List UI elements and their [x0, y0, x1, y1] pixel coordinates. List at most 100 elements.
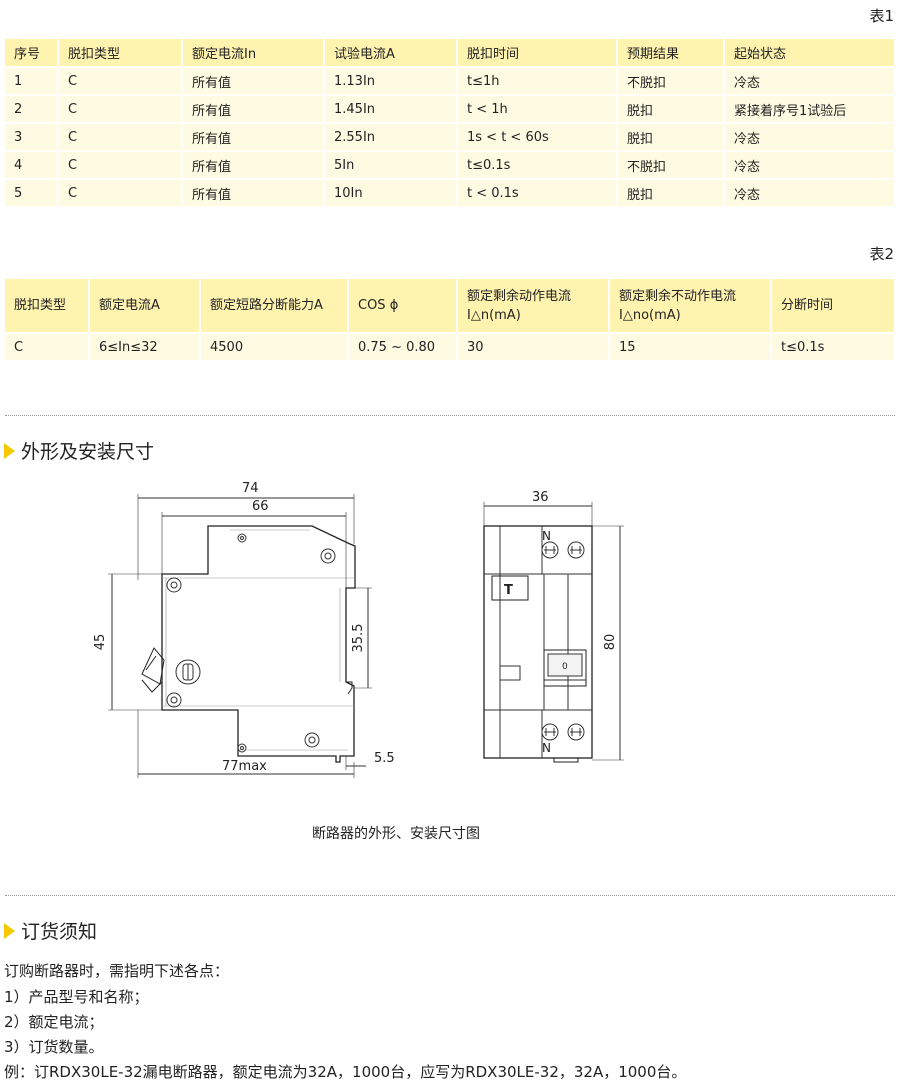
table-cell: 冷态	[725, 68, 894, 94]
table-cell: t≤0.1s	[772, 334, 894, 360]
table-header-cell: 脱扣类型	[59, 39, 183, 66]
section-title-dimensions: 外形及安装尺寸	[4, 437, 154, 464]
table-cell: 所有值	[183, 152, 325, 178]
table-cell: 2.55In	[325, 124, 458, 150]
figure-caption: 断路器的外形、安装尺寸图	[312, 826, 480, 842]
dim-width-side: 36	[532, 490, 549, 505]
dim-height-left: 45	[93, 634, 108, 651]
table-cell: t < 0.1s	[458, 180, 618, 206]
table-cell: 1s < t < 60s	[458, 124, 618, 150]
table-header-cell: 额定短路分断能力A	[201, 279, 349, 332]
table-cell: 4	[5, 152, 59, 178]
table-cell: 冷态	[725, 124, 894, 150]
table-header-cell: 序号	[5, 39, 59, 66]
terminal-label-bottom: N	[542, 741, 551, 755]
table-cell: 10In	[325, 180, 458, 206]
table-cell: C	[59, 124, 183, 150]
table-row: 5 C 所有值 10In t < 0.1s 脱扣 冷态	[5, 180, 894, 206]
dim-width-total: 74	[242, 481, 259, 496]
header-subtext: I△n(mA)	[467, 307, 521, 323]
table2-caption: 表2	[869, 245, 894, 263]
table-cell: 6≤In≤32	[90, 334, 201, 360]
rated-parameters-table: 脱扣类型 额定电流A 额定短路分断能力A COS ɸ 额定剩余动作电流 I△n(…	[5, 277, 894, 362]
table-cell: C	[59, 68, 183, 94]
order-text-line: 2）额定电流；	[4, 1013, 104, 1031]
table-row: 4 C 所有值 5In t≤0.1s 不脱扣 冷态	[5, 152, 894, 178]
table-cell: 冷态	[725, 180, 894, 206]
header-subtext: I△no(mA)	[619, 307, 681, 323]
side-view: N N T 0 36 80	[483, 490, 624, 763]
table-header-cell: 额定电流A	[90, 279, 201, 332]
section-title-text: 外形及安装尺寸	[21, 441, 155, 463]
table-cell: 0.75 ~ 0.80	[349, 334, 458, 360]
order-text-line: 1）产品型号和名称；	[4, 988, 149, 1006]
table-cell: 紧接着序号1试验后	[725, 96, 894, 122]
table1-caption: 表1	[869, 7, 894, 25]
header-text: 额定剩余不动作电流	[619, 288, 737, 304]
header-text: 额定电流A	[99, 298, 160, 313]
handle-label: 0	[562, 662, 568, 672]
dim-width-inner: 66	[252, 499, 269, 514]
header-text: 额定短路分断能力A	[210, 298, 323, 313]
section-title-text: 订货须知	[21, 921, 98, 943]
table-header-cell: 分断时间	[772, 279, 894, 332]
table-header-cell: 试验电流A	[325, 39, 458, 66]
table-cell: t≤0.1s	[458, 152, 618, 178]
dimension-drawing: 74 66 45 35.5 77max 5.5	[93, 481, 624, 778]
table-cell: 1.13In	[325, 68, 458, 94]
table-cell: 所有值	[183, 180, 325, 206]
section-title-order: 订货须知	[4, 917, 97, 944]
front-view: 74 66 45 35.5 77max 5.5	[93, 481, 395, 778]
header-text: COS ɸ	[358, 298, 399, 313]
order-text-line: 3）订货数量。	[4, 1038, 104, 1056]
table-header-cell: 起始状态	[725, 39, 894, 66]
table-cell: 不脱扣	[618, 68, 725, 94]
table-header-row: 序号 脱扣类型 额定电流In 试验电流A 脱扣时间 预期结果 起始状态	[5, 39, 894, 66]
order-text-line: 订购断路器时，需指明下述各点：	[4, 962, 230, 980]
table-cell: 脱扣	[618, 96, 725, 122]
table-cell: 脱扣	[618, 124, 725, 150]
table-cell: 30	[458, 334, 610, 360]
table-header-cell: 额定剩余动作电流 I△n(mA)	[458, 279, 610, 332]
terminal-label-top: N	[542, 529, 551, 543]
table-header-row: 脱扣类型 额定电流A 额定短路分断能力A COS ɸ 额定剩余动作电流 I△n(…	[5, 279, 894, 332]
table-cell: 冷态	[725, 152, 894, 178]
table-row: C 6≤In≤32 4500 0.75 ~ 0.80 30 15 t≤0.1s	[5, 334, 894, 360]
table-cell: 所有值	[183, 68, 325, 94]
trip-test-table: 序号 脱扣类型 额定电流In 试验电流A 脱扣时间 预期结果 起始状态 1 C …	[5, 37, 894, 208]
table-header-cell: 脱扣类型	[5, 279, 90, 332]
dim-depth-max: 77max	[222, 759, 267, 774]
table-cell: C	[59, 180, 183, 206]
header-text: 额定剩余动作电流	[467, 288, 572, 304]
dim-height-side: 80	[603, 634, 618, 651]
dim-height-rail: 35.5	[351, 624, 366, 653]
table-header-cell: 预期结果	[618, 39, 725, 66]
table-row: 2 C 所有值 1.45In t < 1h 脱扣 紧接着序号1试验后	[5, 96, 894, 122]
table-row: 3 C 所有值 2.55In 1s < t < 60s 脱扣 冷态	[5, 124, 894, 150]
table-cell: C	[59, 96, 183, 122]
table-cell: t < 1h	[458, 96, 618, 122]
table-header-cell: 额定剩余不动作电流 I△no(mA)	[610, 279, 772, 332]
table-header-cell: 脱扣时间	[458, 39, 618, 66]
table-cell: C	[59, 152, 183, 178]
table-cell: 2	[5, 96, 59, 122]
table-cell: 脱扣	[618, 180, 725, 206]
dotted-divider	[5, 895, 895, 896]
table-cell: 1.45In	[325, 96, 458, 122]
table-header-cell: 额定电流In	[183, 39, 325, 66]
triangle-bullet-icon	[4, 922, 15, 939]
table-cell: t≤1h	[458, 68, 618, 94]
table-cell: C	[5, 334, 90, 360]
order-text-line: 例：订RDX30LE-32漏电断路器，额定电流为32A，1000台，应写为RDX…	[4, 1063, 687, 1081]
table-cell: 1	[5, 68, 59, 94]
table-cell: 4500	[201, 334, 349, 360]
table-cell: 5	[5, 180, 59, 206]
header-text: 分断时间	[781, 298, 834, 313]
table-cell: 不脱扣	[618, 152, 725, 178]
table-header-cell: COS ɸ	[349, 279, 458, 332]
header-text: 脱扣类型	[14, 298, 67, 313]
test-button-label: T	[504, 583, 513, 598]
table-cell: 5In	[325, 152, 458, 178]
table-row: 1 C 所有值 1.13In t≤1h 不脱扣 冷态	[5, 68, 894, 94]
dim-offset: 5.5	[374, 751, 395, 766]
